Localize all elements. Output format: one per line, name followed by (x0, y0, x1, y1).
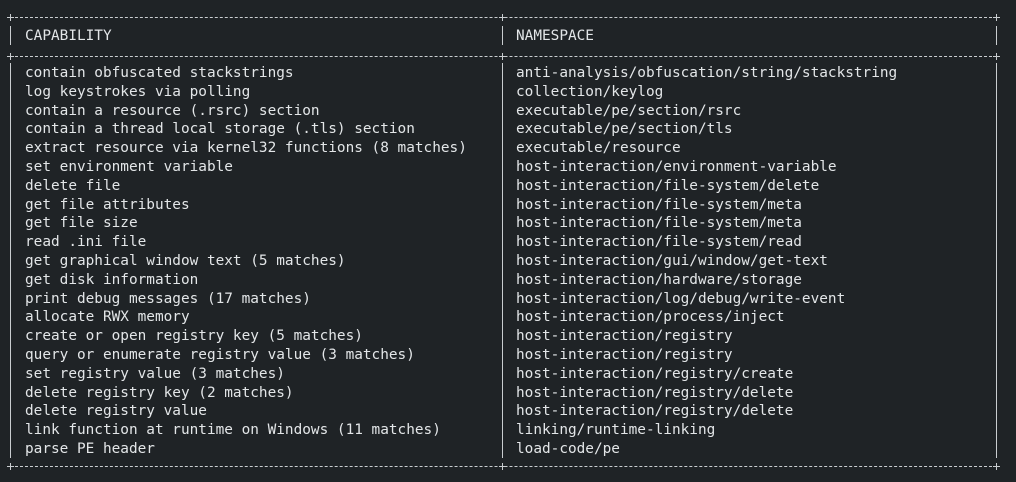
corner-plus (7, 463, 14, 470)
capability-cell: create or open registry key (5 matches) (25, 328, 363, 345)
capability-cell: link function at runtime on Windows (11 … (25, 422, 441, 439)
table-left-border-header (10, 26, 11, 45)
capability-cell: query or enumerate registry value (3 mat… (25, 346, 415, 363)
table-row: log keystrokes via polling collection/ke… (0, 83, 1016, 102)
capability-cell: contain obfuscated stackstrings (25, 65, 294, 81)
namespace-cell: anti-analysis/obfuscation/string/stackst… (516, 65, 898, 81)
table-row: contain obfuscated stackstrings anti-ana… (0, 64, 1016, 83)
capability-cell: delete registry key (2 matches) (25, 384, 294, 401)
table-right-border-header (996, 26, 997, 45)
table-left-border (10, 63, 11, 458)
junction-plus (993, 53, 1000, 60)
table-right-border (996, 63, 997, 458)
namespace-cell: host-interaction/file-system/meta (516, 196, 802, 213)
table-mid-border-header (502, 26, 503, 45)
table-mid-border (502, 63, 503, 458)
table-row: set registry value (3 matches) host-inte… (0, 365, 1016, 384)
table-row: set environment variable host-interactio… (0, 158, 1016, 177)
table-row: delete registry key (2 matches) host-int… (0, 384, 1016, 403)
namespace-cell: host-interaction/process/inject (516, 309, 785, 326)
namespace-cell: host-interaction/registry/delete (516, 384, 794, 401)
corner-plus (993, 14, 1000, 21)
namespace-cell: host-interaction/registry/create (516, 365, 794, 382)
table-row: delete registry value host-interaction/r… (0, 402, 1016, 421)
table-row: get file size host-interaction/file-syst… (0, 214, 1016, 233)
capability-cell: delete file (25, 177, 121, 194)
table-row: query or enumerate registry value (3 mat… (0, 346, 1016, 365)
corner-plus (7, 14, 14, 21)
junction-plus (499, 53, 506, 60)
table-row: link function at runtime on Windows (11 … (0, 421, 1016, 440)
capability-cell: allocate RWX memory (25, 309, 190, 326)
table-row: parse PE header load-code/pe (0, 440, 1016, 459)
corner-plus (993, 463, 1000, 470)
table-row: contain a resource (.rsrc) section execu… (0, 102, 1016, 121)
namespace-cell: host-interaction/log/debug/write-event (516, 290, 846, 307)
capability-cell: get file attributes (25, 196, 190, 213)
namespace-cell: host-interaction/file-system/read (516, 234, 802, 251)
namespace-cell: executable/pe/section/tls (516, 121, 733, 138)
capability-cell: extract resource via kernel32 functions … (25, 140, 467, 157)
table-row: get disk information host-interaction/ha… (0, 271, 1016, 290)
capability-cell: get file size (25, 215, 138, 232)
junction-plus (499, 14, 506, 21)
table-body: contain obfuscated stackstrings anti-ana… (0, 64, 1016, 459)
capability-cell: set environment variable (25, 158, 233, 175)
namespace-cell: host-interaction/gui/window/get-text (516, 252, 828, 269)
header-namespace: NAMESPACE (516, 28, 594, 44)
table-row: extract resource via kernel32 functions … (0, 139, 1016, 158)
namespace-cell: collection/keylog (516, 83, 664, 100)
capability-cell: contain a thread local storage (.tls) se… (25, 121, 415, 138)
capability-cell: print debug messages (17 matches) (25, 290, 311, 307)
namespace-cell: executable/pe/section/rsrc (516, 102, 742, 119)
capability-cell: contain a resource (.rsrc) section (25, 102, 320, 119)
namespace-cell: host-interaction/registry/delete (516, 403, 794, 420)
junction-plus (499, 463, 506, 470)
capability-cell: log keystrokes via polling (25, 83, 251, 100)
table-row: read .ini file host-interaction/file-sys… (0, 233, 1016, 252)
capability-cell: parse PE header (25, 440, 155, 457)
table-row: print debug messages (17 matches) host-i… (0, 290, 1016, 309)
namespace-cell: host-interaction/hardware/storage (516, 271, 802, 288)
table-row: contain a thread local storage (.tls) se… (0, 120, 1016, 139)
header-capability: CAPABILITY (25, 28, 112, 44)
capability-cell: read .ini file (25, 234, 147, 251)
namespace-cell: executable/resource (516, 140, 681, 157)
namespace-cell: host-interaction/file-system/meta (516, 215, 802, 232)
junction-plus (7, 53, 14, 60)
table-row: get file attributes host-interaction/fil… (0, 196, 1016, 215)
namespace-cell: host-interaction/registry (516, 328, 733, 345)
namespace-cell: host-interaction/file-system/delete (516, 177, 820, 194)
namespace-cell: host-interaction/environment-variable (516, 158, 837, 175)
capability-cell: get disk information (25, 271, 199, 288)
table-row: create or open registry key (5 matches) … (0, 327, 1016, 346)
table-row: allocate RWX memory host-interaction/pro… (0, 308, 1016, 327)
namespace-cell: linking/runtime-linking (516, 422, 716, 439)
namespace-cell: load-code/pe (516, 440, 620, 457)
table-row: delete file host-interaction/file-system… (0, 177, 1016, 196)
namespace-cell: host-interaction/registry (516, 346, 733, 363)
capability-cell: set registry value (3 matches) (25, 365, 285, 382)
table-row: get graphical window text (5 matches) ho… (0, 252, 1016, 271)
capability-cell: delete registry value (25, 403, 207, 420)
capability-cell: get graphical window text (5 matches) (25, 252, 346, 269)
